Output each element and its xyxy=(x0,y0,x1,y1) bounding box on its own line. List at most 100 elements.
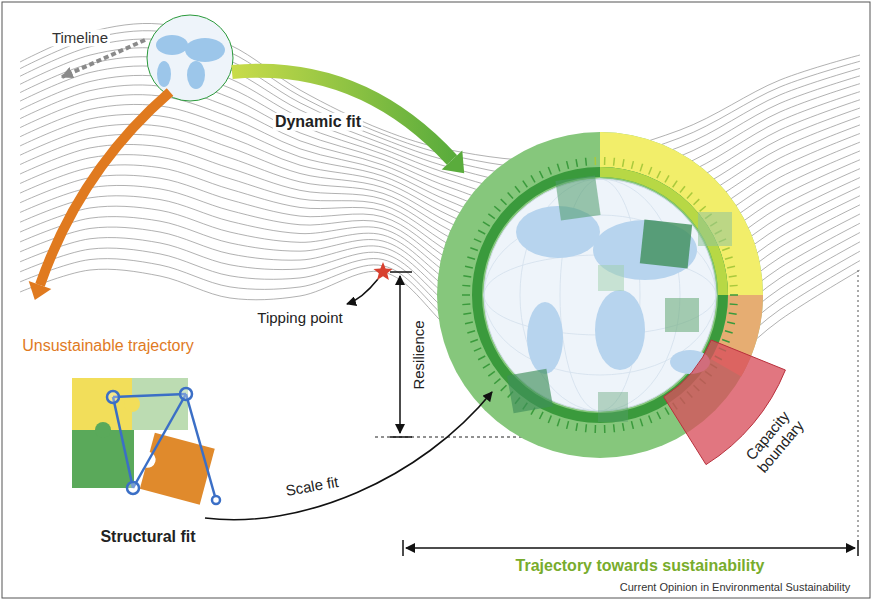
ring-tick xyxy=(567,161,569,169)
ring-tick xyxy=(465,322,473,324)
unsustainable-arrow xyxy=(40,92,170,285)
unsustainable-arrow-head xyxy=(29,281,52,300)
ring-tick xyxy=(463,276,471,277)
ring-tick xyxy=(680,186,685,192)
ring-tick xyxy=(494,206,500,211)
puzzle-knob xyxy=(95,422,111,438)
puzzle xyxy=(72,378,215,505)
ring-tick xyxy=(474,239,481,242)
ring-tick xyxy=(623,159,624,167)
surface-line xyxy=(20,66,860,207)
ring-tick xyxy=(576,423,577,431)
ring-tick xyxy=(631,161,633,169)
ring-tick xyxy=(613,424,615,432)
surface-line xyxy=(20,23,860,160)
source-credit: Current Opinion in Environmental Sustain… xyxy=(618,581,853,594)
ring-tick xyxy=(687,192,692,198)
ring-tick xyxy=(725,257,733,259)
ring-tick xyxy=(657,171,661,178)
ring-tick xyxy=(631,421,633,429)
ring-tick xyxy=(649,167,652,174)
ring-tick xyxy=(540,412,544,419)
source-credit-box: Current Opinion in Environmental Sustain… xyxy=(618,581,853,594)
tipping-label: Tipping point xyxy=(255,309,344,326)
network-link xyxy=(113,397,133,488)
fit-label-box: Scale fit xyxy=(282,473,341,500)
ring-tick xyxy=(604,157,606,165)
network-node xyxy=(212,496,220,504)
ring-tick xyxy=(470,339,478,342)
surface-line xyxy=(20,31,860,169)
resilience-tick xyxy=(390,271,412,273)
ring-tick xyxy=(700,206,706,211)
network-node xyxy=(127,482,139,494)
ring-tick xyxy=(722,248,730,251)
tile xyxy=(555,175,600,220)
boundary-label-box: Capacity boundary xyxy=(737,402,811,481)
ring-tick xyxy=(657,412,661,419)
ring-tick xyxy=(483,222,490,226)
ring-tick xyxy=(478,356,485,360)
tile xyxy=(507,369,553,413)
dynamic-fit-arrow xyxy=(232,71,452,160)
ring-tick xyxy=(488,371,494,376)
ring-tick xyxy=(557,164,559,172)
ring-tick xyxy=(494,379,500,384)
ring-tick xyxy=(585,424,587,432)
ring-tick xyxy=(594,425,596,433)
ring-tick xyxy=(462,285,470,287)
trajectory-label: Trajectory towards sustainability xyxy=(514,557,767,575)
ring-tick xyxy=(665,175,669,182)
ring-tick xyxy=(730,294,738,296)
ring-tick xyxy=(729,276,737,277)
ring-tick xyxy=(483,364,490,368)
timeline-label: Timeline xyxy=(50,29,110,46)
ring-tick xyxy=(727,266,735,268)
trajectory-label-box: Trajectory towards sustainability xyxy=(514,557,767,575)
continent xyxy=(595,290,645,370)
ring-tick xyxy=(465,266,473,268)
continents xyxy=(516,206,710,374)
continent xyxy=(156,35,188,55)
ring-tick xyxy=(727,322,735,324)
tile xyxy=(665,298,699,332)
ring-tick xyxy=(576,159,577,167)
puzzle-piece xyxy=(140,433,215,505)
ring-tick xyxy=(613,158,615,166)
continent xyxy=(185,38,225,62)
ring-tick xyxy=(515,186,520,192)
ring-tick xyxy=(640,419,642,427)
trajectory-label-box: Unsustainable trajectory xyxy=(20,337,196,355)
tile xyxy=(698,212,732,246)
ring-tick xyxy=(508,192,513,198)
ring-tick xyxy=(649,416,652,423)
continent xyxy=(187,61,205,89)
trajectory-arrow xyxy=(406,547,855,549)
ring-tick xyxy=(623,423,624,431)
timeline-label-box: Timeline xyxy=(50,29,110,46)
ring-tick xyxy=(488,214,494,219)
fit-label-box: Structural fit xyxy=(98,528,197,546)
ring-tick xyxy=(501,385,507,391)
ring-tick xyxy=(540,171,544,178)
network-node xyxy=(107,391,119,403)
network-link xyxy=(186,394,216,500)
puzzle-piece xyxy=(72,430,134,488)
dotted-boundary xyxy=(858,270,859,540)
boundary-label: Capacity boundary xyxy=(737,402,811,481)
trajectory-tick xyxy=(402,540,404,556)
ring-tick xyxy=(523,181,527,188)
ring-tick xyxy=(463,313,471,314)
continent xyxy=(527,302,563,374)
ring-tick xyxy=(548,416,551,423)
network xyxy=(107,388,220,504)
ring-tick xyxy=(470,248,478,251)
ring-tick xyxy=(604,425,606,433)
fit-label: Structural fit xyxy=(98,528,197,546)
network-link xyxy=(133,394,186,488)
ring-tick xyxy=(557,419,559,427)
tile xyxy=(598,392,628,422)
ring-tick xyxy=(665,408,669,415)
